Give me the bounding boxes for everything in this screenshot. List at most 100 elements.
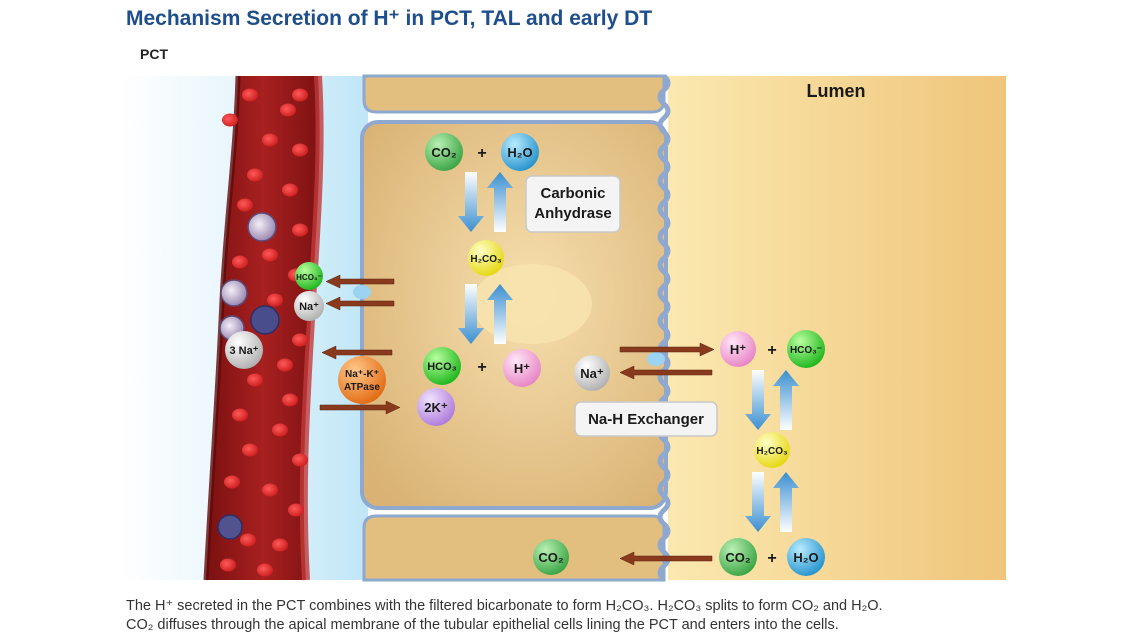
plus-sign: + [767, 342, 776, 359]
basolateral-channel [353, 285, 371, 299]
white-blood-cell [247, 212, 277, 242]
svg-text:H₂CO₃: H₂CO₃ [470, 254, 502, 265]
molecule-h2co3-cell: H₂CO₃ [468, 240, 504, 276]
lower-cell [362, 514, 666, 582]
upper-cell [362, 74, 666, 114]
red-blood-cell [292, 453, 308, 467]
white-blood-cell [250, 305, 280, 335]
red-blood-cell [257, 563, 273, 577]
svg-text:Na⁺: Na⁺ [299, 301, 319, 313]
red-blood-cells [220, 88, 308, 577]
molecule-na-plus-cell: Na⁺ [574, 355, 610, 391]
svg-text:ATPase: ATPase [344, 382, 380, 393]
caption: The H⁺ secreted in the PCT combines with… [126, 597, 1086, 635]
h-secretion-arrow [619, 342, 715, 357]
section-label-pct: PCT [140, 46, 168, 62]
svg-text:CO₂: CO₂ [725, 550, 751, 565]
na-exit-arrow [325, 296, 395, 311]
molecule-co2-entering-cell: CO₂ [533, 539, 569, 575]
molecule-na-plus-basolateral: Na⁺ [294, 291, 324, 321]
red-blood-cell [282, 393, 298, 407]
na-k-atpase-pump: Na⁺-K⁺ ATPase [338, 356, 386, 404]
tubular-lumen [668, 76, 1006, 580]
red-blood-cell [292, 88, 308, 102]
red-blood-cell [237, 198, 253, 212]
red-blood-cell [292, 223, 308, 237]
red-blood-cell [242, 88, 258, 102]
lumen-up-arrow-1 [773, 370, 799, 430]
svg-text:HCO₃⁻: HCO₃⁻ [790, 345, 822, 356]
red-blood-cell [282, 183, 298, 197]
red-blood-cell [247, 373, 263, 387]
cell-down-arrow-2 [458, 284, 484, 344]
molecule-hco3-cell: HCO₃ [423, 347, 461, 385]
na-h-exchanger-label: Na-H Exchanger [588, 411, 704, 428]
caption-line-1: The H⁺ secreted in the PCT combines with… [126, 598, 883, 614]
svg-text:H⁺: H⁺ [514, 361, 530, 376]
carbonic-anhydrase-line2: Anhydrase [534, 205, 612, 222]
svg-text:2K⁺: 2K⁺ [424, 400, 448, 415]
red-blood-cell [262, 483, 278, 497]
caption-line-2: CO₂ diffuses through the apical membrane… [126, 617, 839, 633]
red-blood-cell [262, 248, 278, 262]
apical-brush-border [657, 74, 671, 582]
molecule-h2o-lumen: H₂O [787, 538, 825, 576]
red-blood-cell [292, 333, 308, 347]
reaction-arrows [458, 172, 799, 532]
molecule-h2o-cell: H₂O [501, 133, 539, 171]
red-blood-cell [277, 358, 293, 372]
molecule-2k-plus: 2K⁺ [417, 388, 455, 426]
svg-text:H₂CO₃: H₂CO₃ [756, 446, 788, 457]
red-blood-cell [247, 168, 263, 182]
red-blood-cell [280, 103, 296, 117]
lumen-up-arrow-2 [773, 472, 799, 532]
white-blood-cell [217, 514, 243, 540]
molecule-h-plus-cell: H⁺ [503, 349, 541, 387]
svg-text:CO₂: CO₂ [538, 550, 564, 565]
page-title: Mechanism Secretion of H⁺ in PCT, TAL an… [126, 7, 653, 30]
transport-arrows [319, 274, 715, 566]
svg-text:HCO₃: HCO₃ [427, 361, 457, 373]
molecule-h-plus-lumen: H⁺ [720, 331, 756, 367]
molecule-co2-lumen: CO₂ [719, 538, 757, 576]
svg-text:H₂O: H₂O [793, 550, 818, 565]
plus-sign: + [477, 359, 486, 376]
lumen-down-arrow-2 [745, 472, 771, 532]
red-blood-cell [272, 423, 288, 437]
plus-sign: + [477, 145, 486, 162]
cell-up-arrow-1 [487, 172, 513, 232]
hco3-exit-arrow [325, 274, 395, 289]
atpase-k-in-arrow [319, 400, 401, 415]
apical-channel [647, 352, 665, 366]
svg-text:H₂O: H₂O [507, 145, 532, 160]
red-blood-cell [272, 538, 288, 552]
molecule-hco3-basolateral: HCO₃⁻ [295, 262, 323, 290]
svg-text:Na⁺-K⁺: Na⁺-K⁺ [345, 369, 379, 380]
red-blood-cell [262, 133, 278, 147]
red-blood-cell [232, 408, 248, 422]
molecule-hco3-lumen: HCO₃⁻ [787, 330, 825, 368]
vessel-wall-left [203, 75, 241, 581]
lumen-down-arrow-1 [745, 370, 771, 430]
atpase-na-out-arrow [321, 345, 393, 360]
molecule-co2-cell: CO₂ [425, 133, 463, 171]
carbonic-anhydrase-line1: Carbonic [540, 185, 605, 202]
red-blood-cell [220, 558, 236, 572]
nucleus [472, 264, 592, 344]
na-h-exchanger-box [574, 401, 718, 437]
lumen-label: Lumen [806, 81, 865, 101]
svg-text:3 Na⁺: 3 Na⁺ [229, 345, 258, 357]
svg-text:Na⁺: Na⁺ [580, 366, 604, 381]
red-blood-cell [222, 113, 238, 127]
molecule-3na-plus: 3 Na⁺ [225, 331, 263, 369]
svg-text:CO₂: CO₂ [431, 145, 457, 160]
co2-diffusion-arrow [619, 551, 713, 566]
na-reabsorption-arrow [619, 365, 713, 380]
red-blood-cell [224, 475, 240, 489]
white-blood-cells [217, 212, 280, 540]
red-blood-cell [288, 503, 304, 517]
red-blood-cell [242, 443, 258, 457]
white-blood-cell [220, 279, 248, 307]
plus-sign: + [767, 550, 776, 567]
